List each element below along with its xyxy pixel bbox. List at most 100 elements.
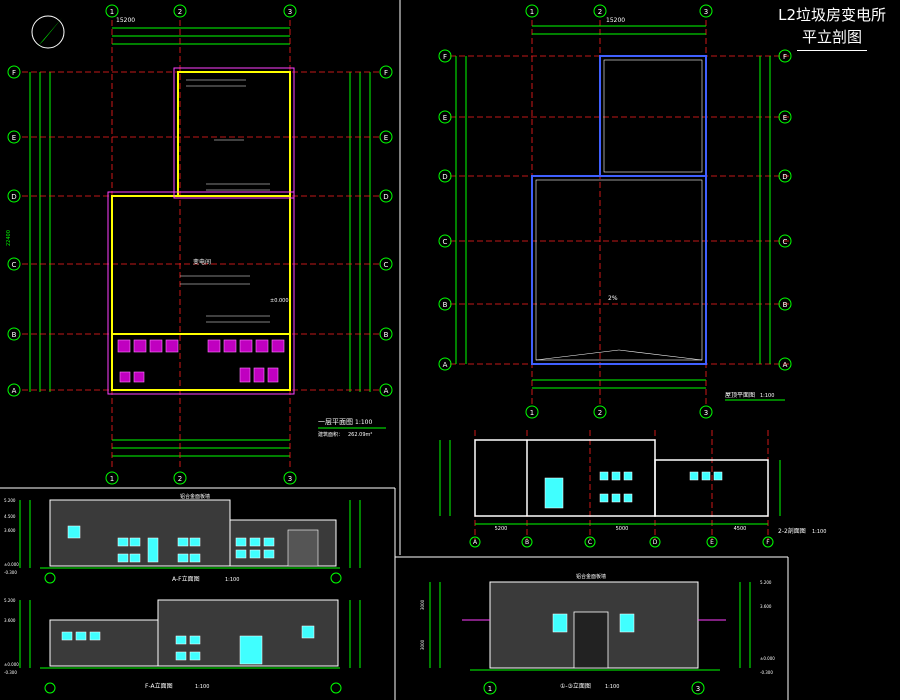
roof-grid-bubbles <box>438 4 792 419</box>
plan1-grid-bubbles <box>7 4 393 485</box>
plan1-caption: 一层平面图 1:100 建筑面积： 262.09m² <box>318 418 386 438</box>
elev-13-axis-1: 1 <box>488 685 492 693</box>
roof-col-3b: 3 <box>704 409 708 417</box>
elev-13-windows <box>552 613 635 633</box>
plan1-row-D: D <box>11 193 16 201</box>
elev-13-door <box>573 611 609 669</box>
roof-parapet-outline <box>531 55 707 365</box>
elev-a-top-label: 铝合金面板墙 <box>180 493 210 500</box>
elev-13-level-0: 5.200 <box>760 580 772 585</box>
plan1-row-A: A <box>12 387 17 395</box>
plan1-room-label: 变电间 <box>193 258 211 266</box>
plan1-row-C-r: C <box>384 261 389 269</box>
plan1-row-E: E <box>12 134 16 142</box>
plan1-row-A-r: A <box>384 387 389 395</box>
elev-a-caption-scale: 1:100 <box>225 577 239 583</box>
roof-axis-lines <box>450 20 790 405</box>
plan1-col-3b: 3 <box>288 475 292 483</box>
elev-13-dimension-lines <box>429 582 751 671</box>
elev-a-windows <box>67 525 275 563</box>
section-windows <box>544 471 723 509</box>
section-axis-C: C <box>588 539 592 546</box>
roof-caption: 屋顶平面图 1:100 <box>725 392 785 401</box>
elev-a-level-2: 3.600 <box>4 528 16 533</box>
sheet-dividers <box>0 0 789 700</box>
plan1-dimension-lines <box>29 27 371 457</box>
elev-a-level-4: -0.300 <box>4 570 17 575</box>
elev-a-level-3: ±0.000 <box>4 562 19 567</box>
elev-f-grid-bubbles <box>44 682 342 694</box>
roof-row-D-r: D <box>782 173 787 181</box>
elev-13-dim-labels: 3000 3000 <box>420 599 425 650</box>
sheet-title: L2垃圾房变电所 <box>778 6 886 24</box>
roof-dim-total: 15200 <box>606 17 625 24</box>
plan1-col-1b: 1 <box>110 475 114 483</box>
roof-row-E-r: E <box>783 114 787 122</box>
elev-f-level-0: 5.200 <box>4 598 16 603</box>
elev-13-caption-text: ①-③立面图 <box>560 682 591 690</box>
plan1-grid-labels: 1 2 3 1 2 3 F E D C B A F E D C B A <box>11 8 388 483</box>
plan1-row-F: F <box>12 69 16 77</box>
elev-13-level-3: -0.300 <box>760 670 773 675</box>
plan1-area-value: 262.09m² <box>348 432 372 438</box>
roof-row-C-r: C <box>783 238 788 246</box>
roof-row-E: E <box>443 114 447 122</box>
plan1-col-1: 1 <box>110 8 114 16</box>
elev-a-dimension-lines <box>19 500 361 569</box>
plan1-walls <box>111 71 291 391</box>
elev-a-grid-bubbles <box>44 572 342 584</box>
plan1-col-2: 2 <box>178 8 182 16</box>
plan1-row-C: C <box>12 261 17 269</box>
plan1-wall-outline <box>107 67 295 395</box>
roof-plan: 2% 1 2 3 1 2 3 F E D C B A F E D C B <box>438 4 792 419</box>
roof-dimension-lines <box>455 25 771 389</box>
roof-grid-labels: 1 2 3 1 2 3 F E D C B A F E D C B A <box>442 8 787 417</box>
roof-col-3: 3 <box>704 8 708 16</box>
elevation-1-3: 铝合金面板墙 5.200 3.600 ±0.000 -0.300 3000 30… <box>420 573 775 695</box>
roof-row-F: F <box>443 53 447 61</box>
elev-13-grid-bubbles <box>483 681 705 695</box>
plan1-caption-scale: 1:100 <box>355 419 372 426</box>
section-2-2: 5200 5000 4500 A B C D E F 2-2剖面图 1:100 <box>439 430 826 548</box>
elev-13-level-2: ±0.000 <box>760 656 775 661</box>
elev-f-dimension-lines <box>19 600 361 669</box>
elev-13-grid-labels: 1 3 <box>488 685 700 693</box>
elev-f-caption-text: F-A立面图 <box>145 682 173 690</box>
plan1-room-annotations <box>180 79 270 323</box>
plan1-col-2b: 2 <box>178 475 182 483</box>
roof-inner-lines <box>535 59 703 361</box>
roof-caption-text: 屋顶平面图 <box>725 392 755 399</box>
plan1-row-D-r: D <box>383 193 388 201</box>
elev-f-caption: F-A立面图 1:100 <box>145 682 209 690</box>
elev-13-level-1: 3.600 <box>760 604 772 609</box>
elev-f-level-1: 3.600 <box>4 618 16 623</box>
plan1-col-3: 3 <box>288 8 292 16</box>
elev-f-caption-scale: 1:100 <box>195 684 209 690</box>
roof-row-B: B <box>443 301 448 309</box>
section-caption-scale: 1:100 <box>812 529 826 535</box>
section-axis-D: D <box>653 539 658 546</box>
section-dim-2: 5000 <box>616 526 629 532</box>
roof-col-1: 1 <box>530 8 534 16</box>
plan1-dim-total: 15200 <box>116 17 135 24</box>
plan1-axis-lines <box>22 20 380 470</box>
section-caption: 2-2剖面图 1:100 <box>778 527 826 535</box>
elev-13-dim-1: 3000 <box>420 639 425 650</box>
elev-13-top-label: 铝合金面板墙 <box>576 573 606 580</box>
elevation-a-f: 铝合金面板墙 5.200 4.500 3.600 ±0.000 -0.300 A… <box>4 493 361 584</box>
elev-f-level-2: ±0.000 <box>4 662 19 667</box>
north-arrow-icon <box>31 15 65 49</box>
elevation-f-a: 5.200 3.600 ±0.000 -0.300 F-A立面图 1:100 <box>4 598 361 694</box>
title-underline <box>797 50 868 51</box>
sheet-title-block: L2垃圾房变电所 平立剖图 <box>778 4 886 51</box>
roof-col-2b: 2 <box>598 409 602 417</box>
section-axis-A: A <box>473 539 478 546</box>
plan1-caption-text: 一层平面图 <box>318 418 353 426</box>
section-dimension-lines <box>439 440 781 525</box>
roof-row-B-r: B <box>783 301 788 309</box>
plan1-row-F-r: F <box>384 69 388 77</box>
section-dim-1: 5200 <box>495 526 508 532</box>
section-axis-B: B <box>525 539 529 546</box>
roof-row-A-r: A <box>783 361 788 369</box>
